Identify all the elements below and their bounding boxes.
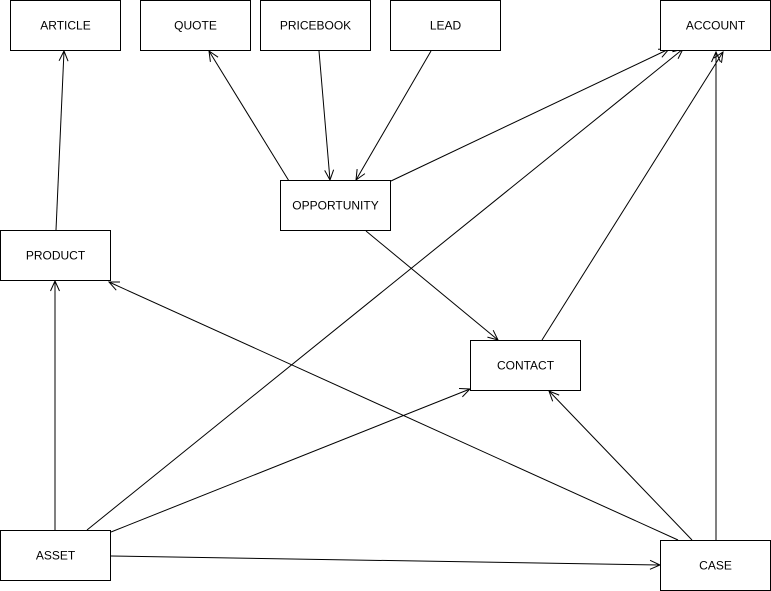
edge-case-to-contact bbox=[548, 390, 693, 541]
node-account[interactable]: ACCOUNT bbox=[660, 0, 771, 51]
node-lead-label: LEAD bbox=[430, 19, 462, 33]
node-quote-label: QUOTE bbox=[174, 19, 217, 33]
edge-line bbox=[108, 281, 679, 541]
edge-opportunity-to-contact bbox=[365, 230, 499, 341]
edge-line bbox=[365, 230, 499, 341]
node-asset-label: ASSET bbox=[36, 549, 76, 563]
edge-asset-to-case bbox=[110, 555, 662, 570]
node-opportunity-box bbox=[280, 180, 391, 231]
edge-opportunity-to-quote bbox=[208, 49, 290, 182]
edge-case-to-account bbox=[711, 50, 721, 540]
node-pricebook[interactable]: PRICEBOOK bbox=[260, 0, 371, 51]
edge-asset-to-contact bbox=[110, 388, 472, 533]
node-lead[interactable]: LEAD bbox=[390, 0, 501, 51]
edge-asset-to-product bbox=[50, 279, 60, 530]
node-contact-box bbox=[470, 340, 581, 391]
edge-line bbox=[548, 390, 693, 541]
edge-case-to-product bbox=[107, 281, 679, 541]
arrowhead-icon bbox=[713, 50, 724, 63]
edge-product-to-article bbox=[55, 49, 69, 231]
node-asset-box bbox=[0, 530, 111, 581]
node-account-box bbox=[660, 0, 771, 51]
edge-asset-to-account bbox=[86, 48, 684, 531]
node-case-box bbox=[660, 540, 771, 591]
edge-line bbox=[390, 48, 670, 182]
node-pricebook-box bbox=[260, 0, 371, 51]
edge-line bbox=[55, 50, 65, 231]
node-lead-box bbox=[390, 0, 501, 51]
node-case-label: CASE bbox=[699, 559, 732, 573]
node-account-label: ACCOUNT bbox=[686, 19, 746, 33]
edge-line bbox=[541, 51, 724, 341]
edge-contact-to-account bbox=[541, 50, 724, 341]
node-product-box bbox=[0, 230, 111, 281]
edge-pricebook-to-opportunity bbox=[318, 50, 335, 182]
edge-line bbox=[208, 50, 290, 182]
node-case[interactable]: CASE bbox=[660, 540, 771, 591]
node-asset[interactable]: ASSET bbox=[0, 530, 111, 581]
arrowhead-icon bbox=[107, 281, 120, 291]
edge-line bbox=[110, 555, 661, 566]
node-contact-label: CONTACT bbox=[497, 359, 555, 373]
node-pricebook-label: PRICEBOOK bbox=[280, 19, 351, 33]
node-opportunity-label: OPPORTUNITY bbox=[292, 199, 378, 213]
node-article-label: ARTICLE bbox=[40, 19, 90, 33]
node-article[interactable]: ARTICLE bbox=[10, 0, 121, 51]
edge-opportunity-to-account bbox=[390, 48, 671, 182]
arrowhead-icon bbox=[711, 50, 721, 63]
node-product-label: PRODUCT bbox=[26, 249, 86, 263]
edge-line bbox=[86, 48, 684, 531]
node-opportunity[interactable]: OPPORTUNITY bbox=[280, 180, 391, 231]
edges-layer bbox=[50, 48, 724, 570]
node-article-box bbox=[10, 0, 121, 51]
node-quote-box bbox=[140, 0, 251, 51]
node-product[interactable]: PRODUCT bbox=[0, 230, 111, 281]
edge-lead-to-opportunity bbox=[355, 50, 432, 182]
edge-line bbox=[355, 50, 432, 181]
edge-line bbox=[110, 388, 471, 533]
node-quote[interactable]: QUOTE bbox=[140, 0, 251, 51]
edge-line bbox=[318, 50, 331, 181]
node-contact[interactable]: CONTACT bbox=[470, 340, 581, 391]
